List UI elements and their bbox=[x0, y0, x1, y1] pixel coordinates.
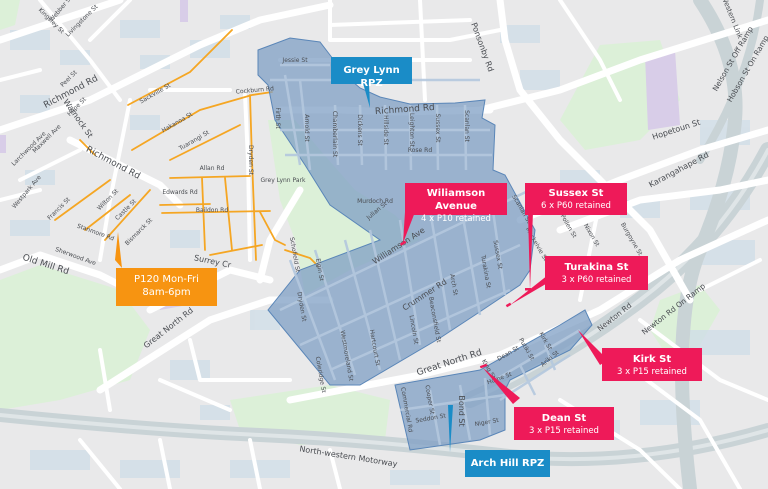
williamson-subtitle: 4 x P10 retained bbox=[421, 214, 491, 224]
grey-lynn-rpz-title: Grey Lynn RPZ bbox=[343, 65, 400, 89]
road-label: Elgin St bbox=[314, 258, 325, 282]
rpz-zones[interactable] bbox=[257, 37, 593, 451]
road-label: Sussex St bbox=[434, 113, 441, 143]
road-label: Arnold St bbox=[303, 114, 310, 142]
road-label: Niger St bbox=[474, 417, 500, 428]
road-label: Cockburn Rd bbox=[235, 85, 274, 95]
callout-pointers bbox=[115, 83, 608, 452]
grey-lynn-rpz-callout[interactable]: Grey Lynn RPZ bbox=[331, 57, 412, 89]
p120-line2: 8am-6pm bbox=[142, 287, 191, 298]
sussex-title: Sussex St bbox=[548, 188, 604, 199]
williamson-title: Wiliamson Avenue bbox=[426, 188, 486, 212]
road-label: Jessie St bbox=[281, 57, 308, 64]
dean-st-callout[interactable]: Dean St 3 x P15 retained bbox=[514, 407, 614, 440]
road-label: Baildon Rd bbox=[196, 207, 228, 214]
road-label: Grey Lynn Park bbox=[261, 177, 306, 184]
road-label: Edwards Rd bbox=[162, 189, 198, 196]
road-label: Richmond Rd bbox=[375, 103, 435, 117]
road-label: Chamberlain St bbox=[331, 111, 338, 158]
road-label: Dickens St bbox=[356, 114, 363, 146]
kirk-subtitle: 3 x P15 retained bbox=[617, 367, 687, 377]
dean-subtitle: 3 x P15 retained bbox=[529, 426, 599, 436]
dean-title: Dean St bbox=[541, 413, 587, 424]
kirk-title: Kirk St bbox=[632, 354, 672, 365]
kirk-st-callout[interactable]: Kirk St 3 x P15 retained bbox=[602, 348, 702, 381]
road-label: Allan Rd bbox=[200, 165, 225, 172]
arch-hill-rpz-callout[interactable]: Arch Hill RPZ bbox=[465, 450, 550, 477]
p120-restricted-streets bbox=[54, 29, 321, 269]
road-label: Rose Rd bbox=[408, 147, 432, 154]
road-label: Hillside St bbox=[382, 115, 389, 146]
sussex-subtitle: 6 x P60 retained bbox=[541, 201, 611, 211]
road-label: Scanlan St bbox=[463, 110, 470, 142]
road-label: Bond St bbox=[457, 395, 466, 426]
turakina-st-callout[interactable]: Turakina St 3 x P60 retained bbox=[545, 256, 648, 290]
road-label: Leighton St bbox=[408, 113, 415, 148]
road-label: Firth St bbox=[274, 107, 281, 129]
road-label: Murdoch Rd bbox=[357, 198, 393, 205]
road-label: Dryden St bbox=[247, 145, 254, 176]
p120-callout[interactable]: P120 Mon-Fri 8am-6pm bbox=[116, 268, 217, 306]
williamson-avenue-callout[interactable]: Wiliamson Avenue 4 x P10 retained bbox=[405, 183, 507, 224]
turakina-subtitle: 3 x P60 retained bbox=[561, 275, 632, 285]
sussex-st-callout[interactable]: Sussex St 6 x P60 retained bbox=[525, 183, 627, 215]
road-label: Arch St bbox=[448, 273, 459, 296]
arch-hill-rpz-title: Arch Hill RPZ bbox=[470, 458, 545, 469]
p120-line1: P120 Mon-Fri bbox=[134, 274, 199, 285]
turakina-title: Turakina St bbox=[564, 262, 629, 273]
